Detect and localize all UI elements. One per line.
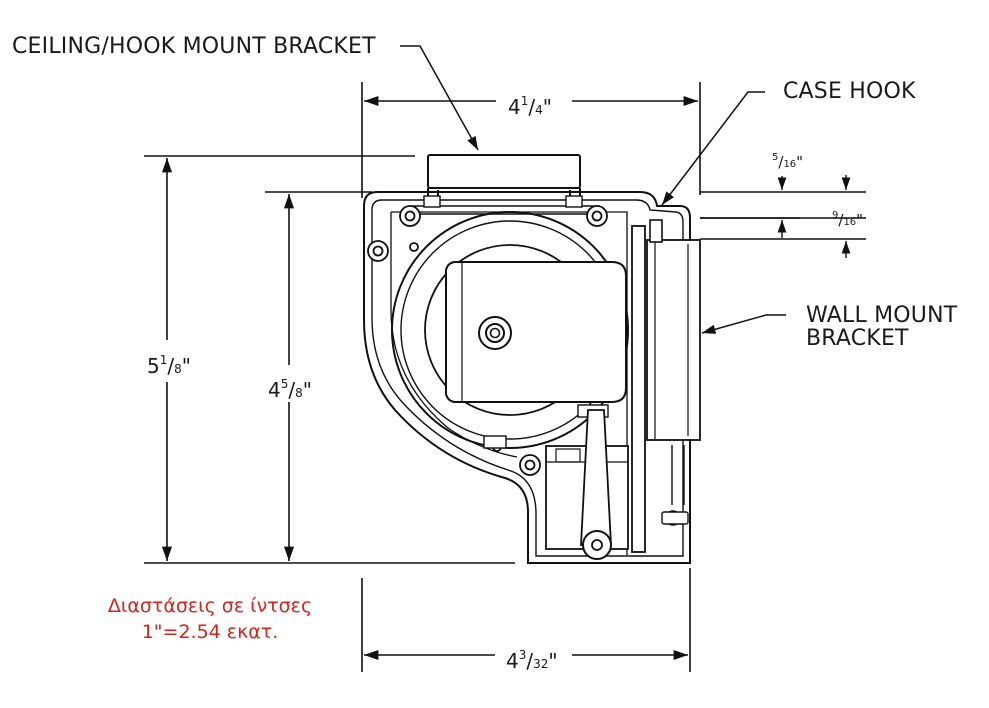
- wall-bracket-label-line1: WALL MOUNT: [806, 303, 958, 328]
- outer-height-dimension: 51/8": [147, 353, 191, 378]
- bottom-width-dimension: 43/32": [506, 648, 558, 673]
- case-hook-label: CASE HOOK: [783, 79, 916, 104]
- spring-arm: [545, 409, 629, 560]
- wall-mount-bracket: [631, 219, 701, 553]
- hook-offset-arrows: [700, 175, 851, 258]
- reel-drum: [391, 211, 629, 449]
- mounting-holes: [367, 205, 608, 476]
- inner-height-dimension: 45/8": [268, 377, 312, 402]
- leader-lines: [400, 45, 786, 334]
- units-note-line1: Διαστάσεις σε ίντσες: [107, 595, 313, 617]
- hook-offset-b-dimension: 9/16": [832, 210, 864, 229]
- wall-bracket-label-line2: BRACKET: [806, 326, 909, 351]
- hook-offset-a-dimension: 5/16": [772, 152, 804, 171]
- ceiling-bracket-label: CEILING/HOOK MOUNT BRACKET: [12, 34, 376, 59]
- units-note-line2: 1"=2.54 εκατ.: [141, 621, 279, 643]
- top-width-dimension: 41/4": [508, 94, 552, 119]
- device-case: [363, 154, 691, 564]
- units-note: Διαστάσεις σε ίντσες 1"=2.54 εκατ.: [88, 593, 332, 645]
